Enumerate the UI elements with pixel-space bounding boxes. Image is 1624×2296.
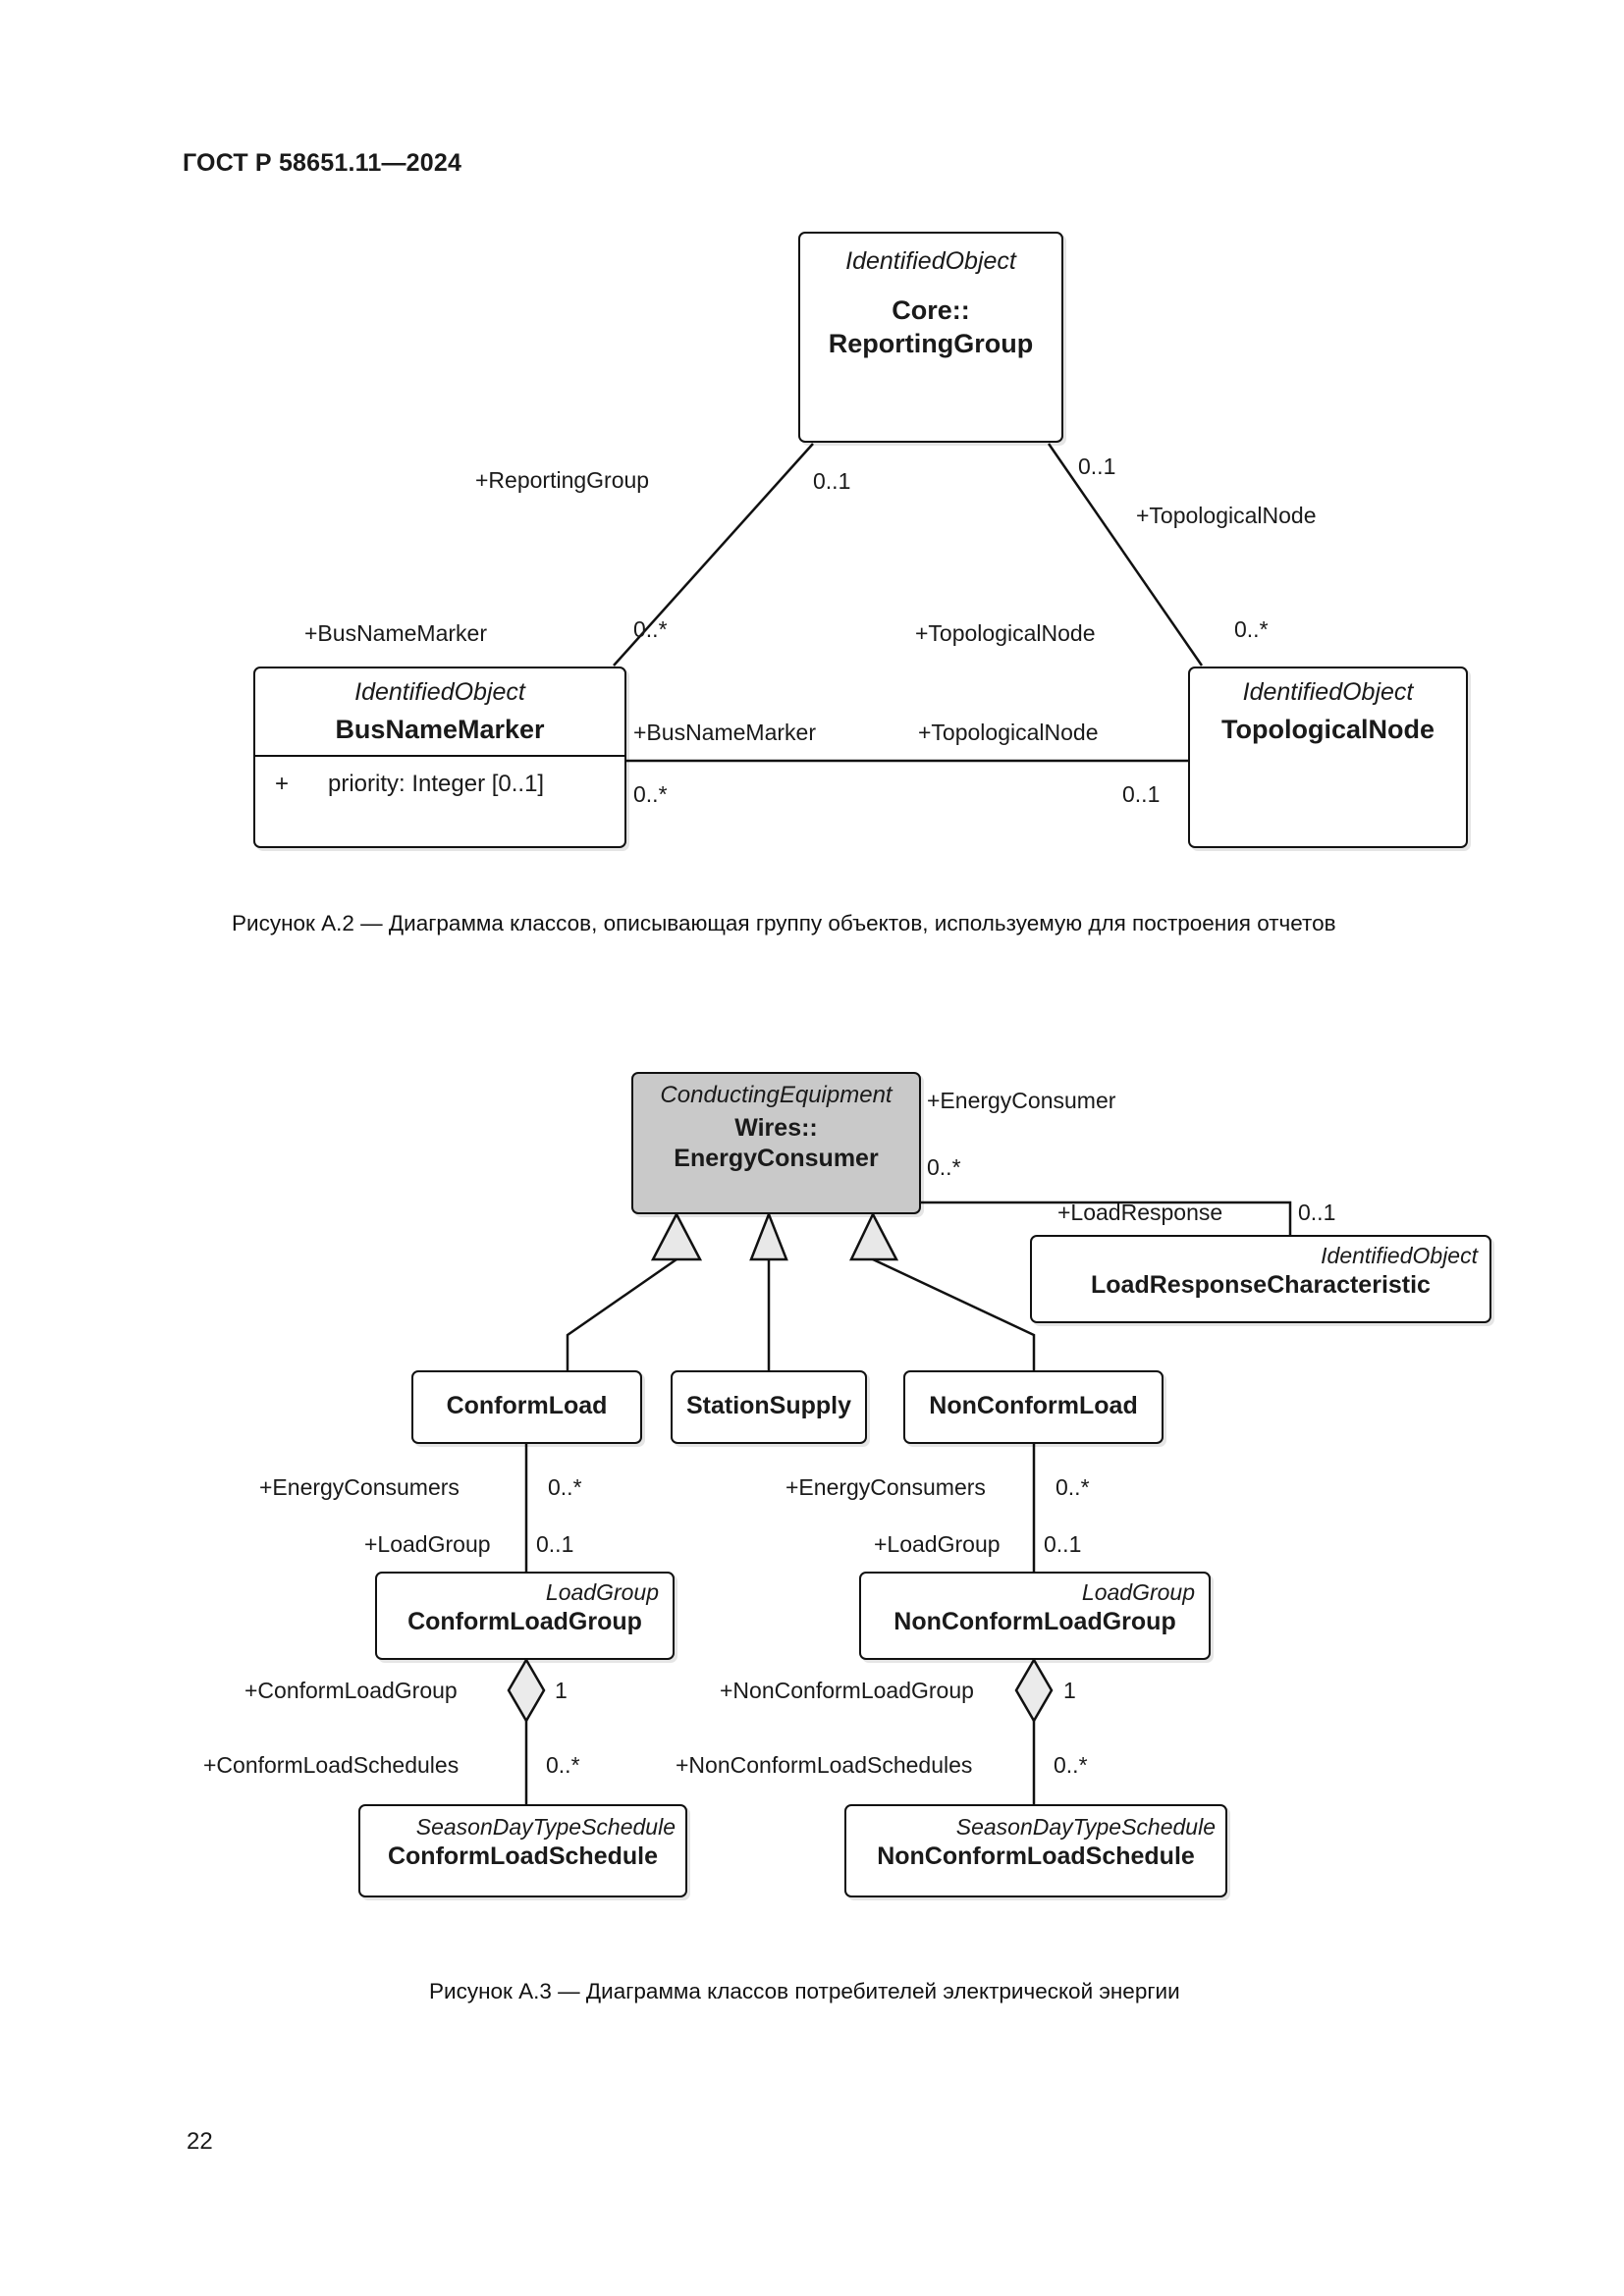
association-multiplicity-bus-name-marker-mid: 0..* xyxy=(633,781,668,807)
class-stereotype: SeasonDayTypeSchedule xyxy=(415,1814,676,1840)
page-number: 22 xyxy=(187,2128,213,2155)
association-multiplicity-topological-node-mid: 0..1 xyxy=(1122,781,1161,807)
association-role-bus-name-marker-mid: +BusNameMarker xyxy=(633,720,816,745)
association-multiplicity-reporting-group-right: 0..1 xyxy=(1078,454,1116,479)
association-multiplicity-load-response: 0..1 xyxy=(1298,1200,1336,1225)
aggregation-role-conform-load-schedules: +ConformLoadSchedules xyxy=(203,1752,460,1778)
association-role-topological-node-mid: +TopologicalNode xyxy=(918,720,1099,745)
class-box-conform-load[interactable]: ConformLoad xyxy=(411,1370,642,1444)
association-multiplicity-energy-consumers-nonconform: 0..* xyxy=(1056,1474,1090,1500)
class-stereotype: IdentifiedObject xyxy=(845,247,1016,275)
class-name: Wires:: EnergyConsumer xyxy=(633,1113,919,1174)
class-name: ConformLoadGroup xyxy=(407,1608,642,1635)
aggregation-multiplicity-conform-load-schedules: 0..* xyxy=(546,1752,580,1778)
class-name: TopologicalNode xyxy=(1221,715,1435,744)
association-multiplicity-reporting-group-left: 0..1 xyxy=(813,468,851,494)
class-stereotype: LoadGroup xyxy=(1081,1579,1195,1605)
class-name: LoadResponseCharacteristic xyxy=(1091,1271,1431,1299)
aggregation-role-non-conform-load-group: +NonConformLoadGroup xyxy=(720,1678,974,1703)
class-name: NonConformLoad xyxy=(929,1392,1138,1419)
class-box-energy-consumer[interactable]: ConductingEquipment Wires:: EnergyConsum… xyxy=(631,1072,921,1214)
association-role-bus-name-marker-top: +BusNameMarker xyxy=(304,620,487,646)
class-stereotype: SeasonDayTypeSchedule xyxy=(955,1814,1216,1840)
class-box-conform-load-schedule[interactable]: SeasonDayTypeSchedule ConformLoadSchedul… xyxy=(358,1804,687,1897)
attribute-signature: priority: Integer [0..1] xyxy=(328,771,545,797)
aggregation-role-non-conform-load-schedules: +NonConformLoadSchedules xyxy=(676,1752,973,1778)
association-multiplicity-bus-name-marker-top: 0..* xyxy=(633,616,668,642)
association-role-energy-consumer: +EnergyConsumer xyxy=(927,1088,1116,1113)
class-name-line2: ReportingGroup xyxy=(828,329,1034,358)
class-name: StationSupply xyxy=(685,1392,852,1419)
attribute-compartment: + priority: Integer [0..1] xyxy=(255,755,624,851)
class-stereotype: IdentifiedObject xyxy=(354,678,525,706)
class-stereotype: IdentifiedObject xyxy=(1242,678,1414,706)
class-stereotype: LoadGroup xyxy=(545,1579,659,1605)
association-role-load-group-conform: +LoadGroup xyxy=(364,1531,491,1557)
class-box-non-conform-load[interactable]: NonConformLoad xyxy=(903,1370,1164,1444)
association-multiplicity-energy-consumers-conform: 0..* xyxy=(548,1474,582,1500)
association-role-energy-consumers-nonconform: +EnergyConsumers xyxy=(785,1474,986,1500)
figure-a3-caption: Рисунок А.3 — Диаграмма классов потребит… xyxy=(429,1979,1180,2003)
association-role-topological-node-top: +TopologicalNode xyxy=(915,620,1096,646)
class-box-conform-load-group[interactable]: LoadGroup ConformLoadGroup xyxy=(375,1572,675,1660)
aggregation-multiplicity-conform-load-group: 1 xyxy=(555,1678,568,1703)
association-role-reporting-group-left: +ReportingGroup xyxy=(475,467,650,493)
class-name-line2: EnergyConsumer xyxy=(674,1145,879,1172)
association-role-load-response: +LoadResponse xyxy=(1057,1200,1223,1225)
class-box-non-conform-load-schedule[interactable]: SeasonDayTypeSchedule NonConformLoadSche… xyxy=(844,1804,1227,1897)
association-role-load-group-nonconform: +LoadGroup xyxy=(874,1531,1001,1557)
class-name: NonConformLoadGroup xyxy=(893,1608,1176,1635)
aggregation-role-conform-load-group: +ConformLoadGroup xyxy=(244,1678,458,1703)
class-name: NonConformLoadSchedule xyxy=(877,1842,1195,1870)
figure-a3: ConductingEquipment Wires:: EnergyConsum… xyxy=(203,1072,1491,2003)
class-name: BusNameMarker xyxy=(335,715,545,744)
figure-a2: IdentifiedObject Core:: ReportingGroup I… xyxy=(0,0,1624,942)
class-stereotype: IdentifiedObject xyxy=(1321,1243,1478,1268)
association-multiplicity-energy-consumer: 0..* xyxy=(927,1154,961,1180)
class-name-line1: Core:: xyxy=(892,295,970,325)
association-role-reporting-group-right: +TopologicalNode xyxy=(1136,503,1317,528)
association-multiplicity-topological-node-top: 0..* xyxy=(1234,616,1269,642)
class-box-topological-node[interactable]: IdentifiedObject TopologicalNode xyxy=(1188,667,1468,848)
figure-a2-caption: Рисунок А.2 — Диаграмма классов, описыва… xyxy=(232,911,1336,935)
aggregation-multiplicity-non-conform-load-group: 1 xyxy=(1063,1678,1076,1703)
class-box-load-response-characteristic[interactable]: IdentifiedObject LoadResponseCharacteris… xyxy=(1030,1235,1491,1323)
class-box-non-conform-load-group[interactable]: LoadGroup NonConformLoadGroup xyxy=(859,1572,1211,1660)
class-stereotype: ConductingEquipment xyxy=(660,1082,893,1108)
class-name: ConformLoadSchedule xyxy=(387,1842,658,1870)
aggregation-multiplicity-non-conform-load-schedules: 0..* xyxy=(1054,1752,1088,1778)
class-name-line1: Wires:: xyxy=(734,1114,818,1142)
class-name: Core:: ReportingGroup xyxy=(800,294,1061,360)
class-box-reporting-group[interactable]: IdentifiedObject Core:: ReportingGroup xyxy=(798,232,1063,443)
attribute-visibility: + xyxy=(275,771,290,797)
association-role-energy-consumers-conform: +EnergyConsumers xyxy=(259,1474,460,1500)
class-box-station-supply[interactable]: StationSupply xyxy=(671,1370,867,1444)
class-name: ConformLoad xyxy=(446,1392,608,1419)
class-box-bus-name-marker[interactable]: IdentifiedObject BusNameMarker + priority… xyxy=(253,667,626,848)
document-header: ГОСТ Р 58651.11—2024 xyxy=(183,149,462,177)
association-multiplicity-load-group-conform: 0..1 xyxy=(536,1531,574,1557)
association-multiplicity-load-group-nonconform: 0..1 xyxy=(1044,1531,1082,1557)
attribute-row: + priority: Integer [0..1] xyxy=(255,771,624,798)
